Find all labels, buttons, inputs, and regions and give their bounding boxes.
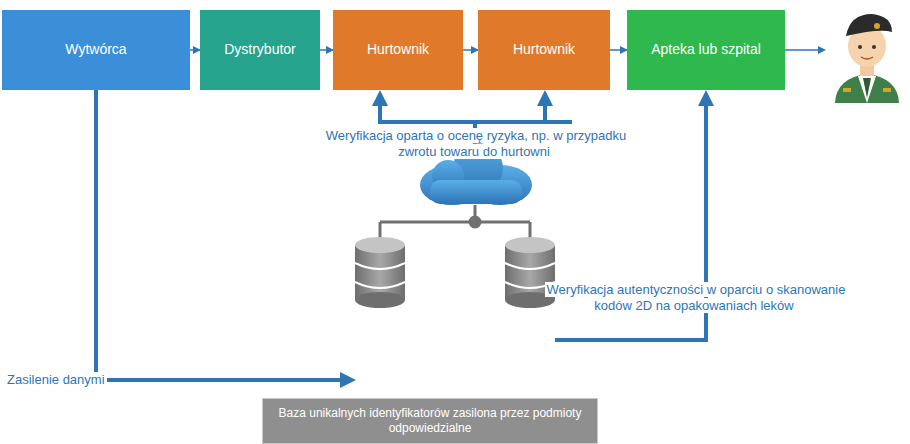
flow-arrow bbox=[610, 49, 627, 51]
flow-arrow bbox=[190, 49, 200, 51]
process-box: Hurtownik bbox=[333, 10, 463, 90]
process-box: Hurtownik bbox=[478, 10, 610, 90]
flow-arrow bbox=[320, 49, 333, 51]
database-icon bbox=[505, 237, 555, 308]
process-box: Wytwórca bbox=[2, 10, 190, 90]
database-icon bbox=[355, 237, 405, 308]
box-label: Apteka lub szpital bbox=[651, 41, 761, 59]
box-label: Dystrybutor bbox=[224, 41, 296, 59]
database-caption-box: Baza unikalnych identyfikatorów zasilona… bbox=[262, 398, 598, 444]
flow-arrow bbox=[463, 49, 478, 51]
annotation-label: Weryfikacja autentyczności w oparciu o s… bbox=[545, 282, 846, 313]
process-box: Dystrybutor bbox=[200, 10, 320, 90]
box-label: Wytwórca bbox=[65, 41, 126, 59]
annotation-text: Weryfikacja oparta o ocenę ryzyka, np. w… bbox=[315, 128, 635, 160]
data-feed-line bbox=[96, 90, 348, 380]
patient-arrow bbox=[785, 46, 826, 54]
box-label: Baza unikalnych identyfikatorów zasilona… bbox=[271, 406, 589, 436]
annotation-label: Weryfikacja oparta o ocenę ryzyka, np. w… bbox=[324, 128, 626, 159]
box-label: Hurtownik bbox=[513, 41, 575, 59]
soldier-icon bbox=[835, 14, 899, 103]
network-join bbox=[380, 205, 530, 238]
annotation-text: Weryfikacja autentyczności w oparciu o s… bbox=[540, 282, 850, 314]
box-label: Hurtownik bbox=[367, 41, 429, 59]
process-box: Apteka lub szpital bbox=[627, 10, 785, 90]
annotation-text: Zasilenie danymi bbox=[5, 372, 135, 388]
annotation-label: Zasilenie danymi bbox=[5, 372, 107, 387]
